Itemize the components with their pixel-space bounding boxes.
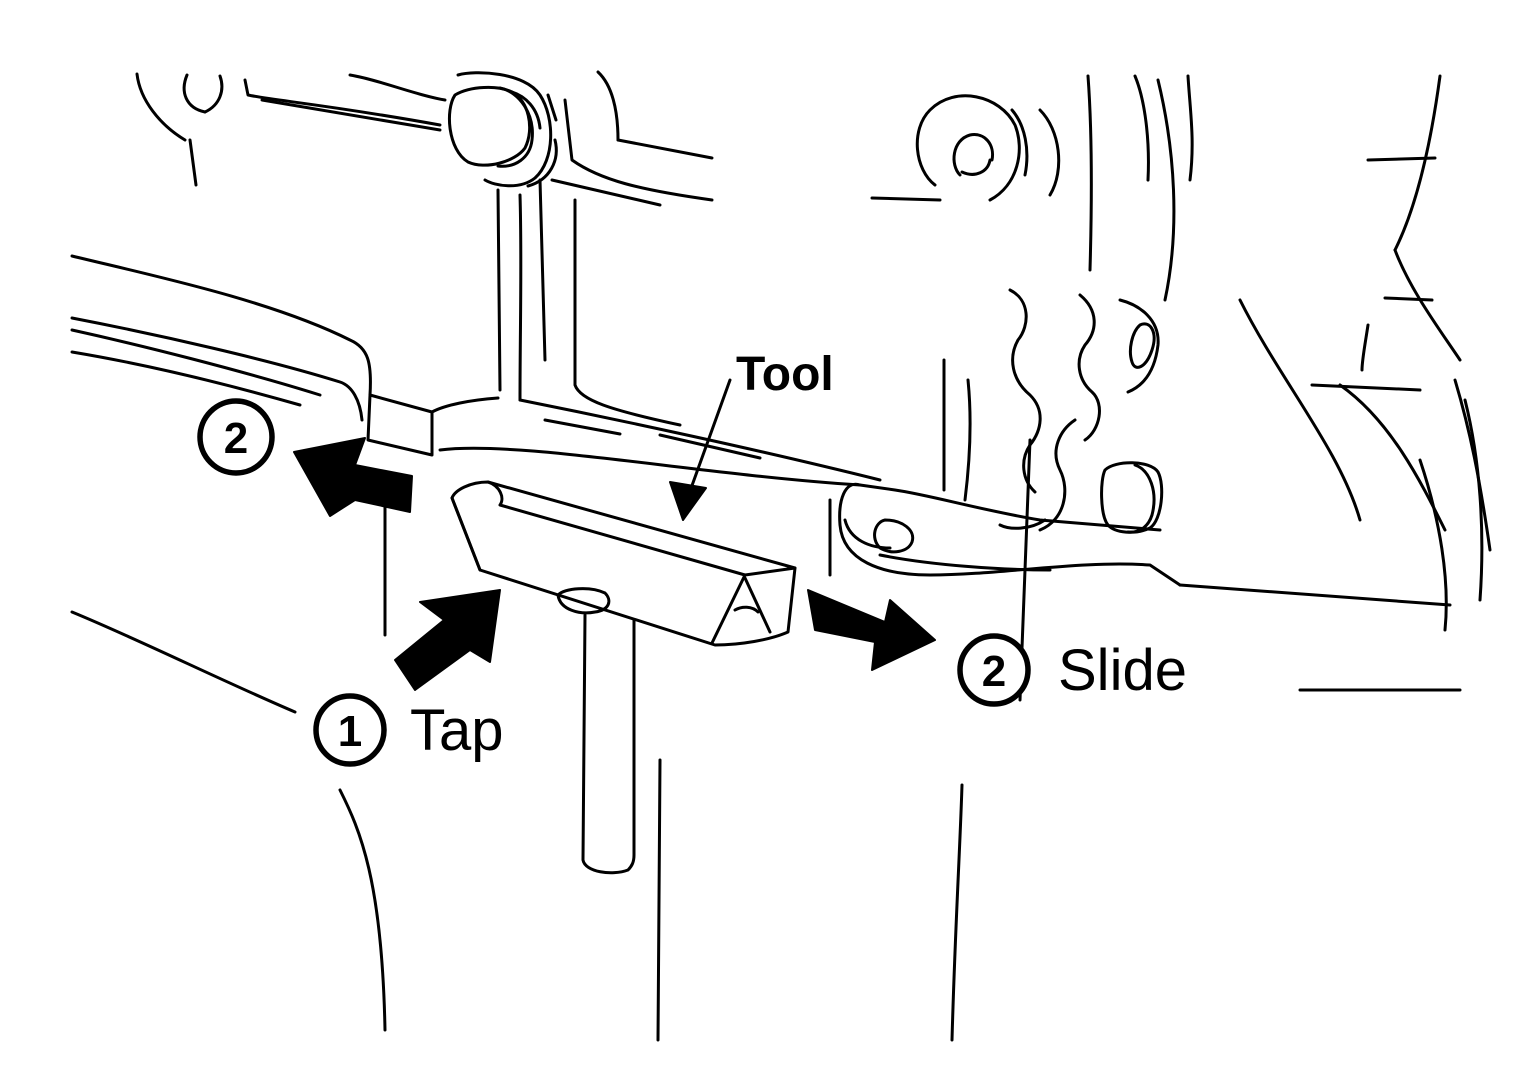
tap-label: Tap — [410, 698, 504, 763]
step2-right-circle — [957, 633, 1031, 707]
arrow-tool-pointer — [669, 378, 732, 521]
step1-number: 1 — [338, 707, 362, 756]
right-dowel-pin — [1100, 461, 1164, 534]
step2-left-number: 2 — [224, 414, 248, 463]
step2-right-marker: 2 — [957, 633, 1031, 707]
bolt-top — [447, 71, 558, 188]
step1-marker: 1 — [313, 693, 387, 767]
step2-left-marker: 2 — [197, 398, 275, 476]
arrow-step2-left — [293, 437, 413, 517]
arrow-step2-right — [807, 589, 936, 671]
special-tool — [450, 480, 797, 875]
engine-block-linework — [70, 70, 1492, 1042]
step2-left-circle — [197, 398, 275, 476]
slide-label: Slide — [1058, 638, 1187, 703]
right-mounting-ring — [870, 94, 1061, 202]
tool-label: Tool — [736, 348, 834, 401]
step1-circle — [313, 693, 387, 767]
step2-right-number: 2 — [982, 647, 1006, 696]
arrow-step1-tap — [394, 589, 501, 691]
